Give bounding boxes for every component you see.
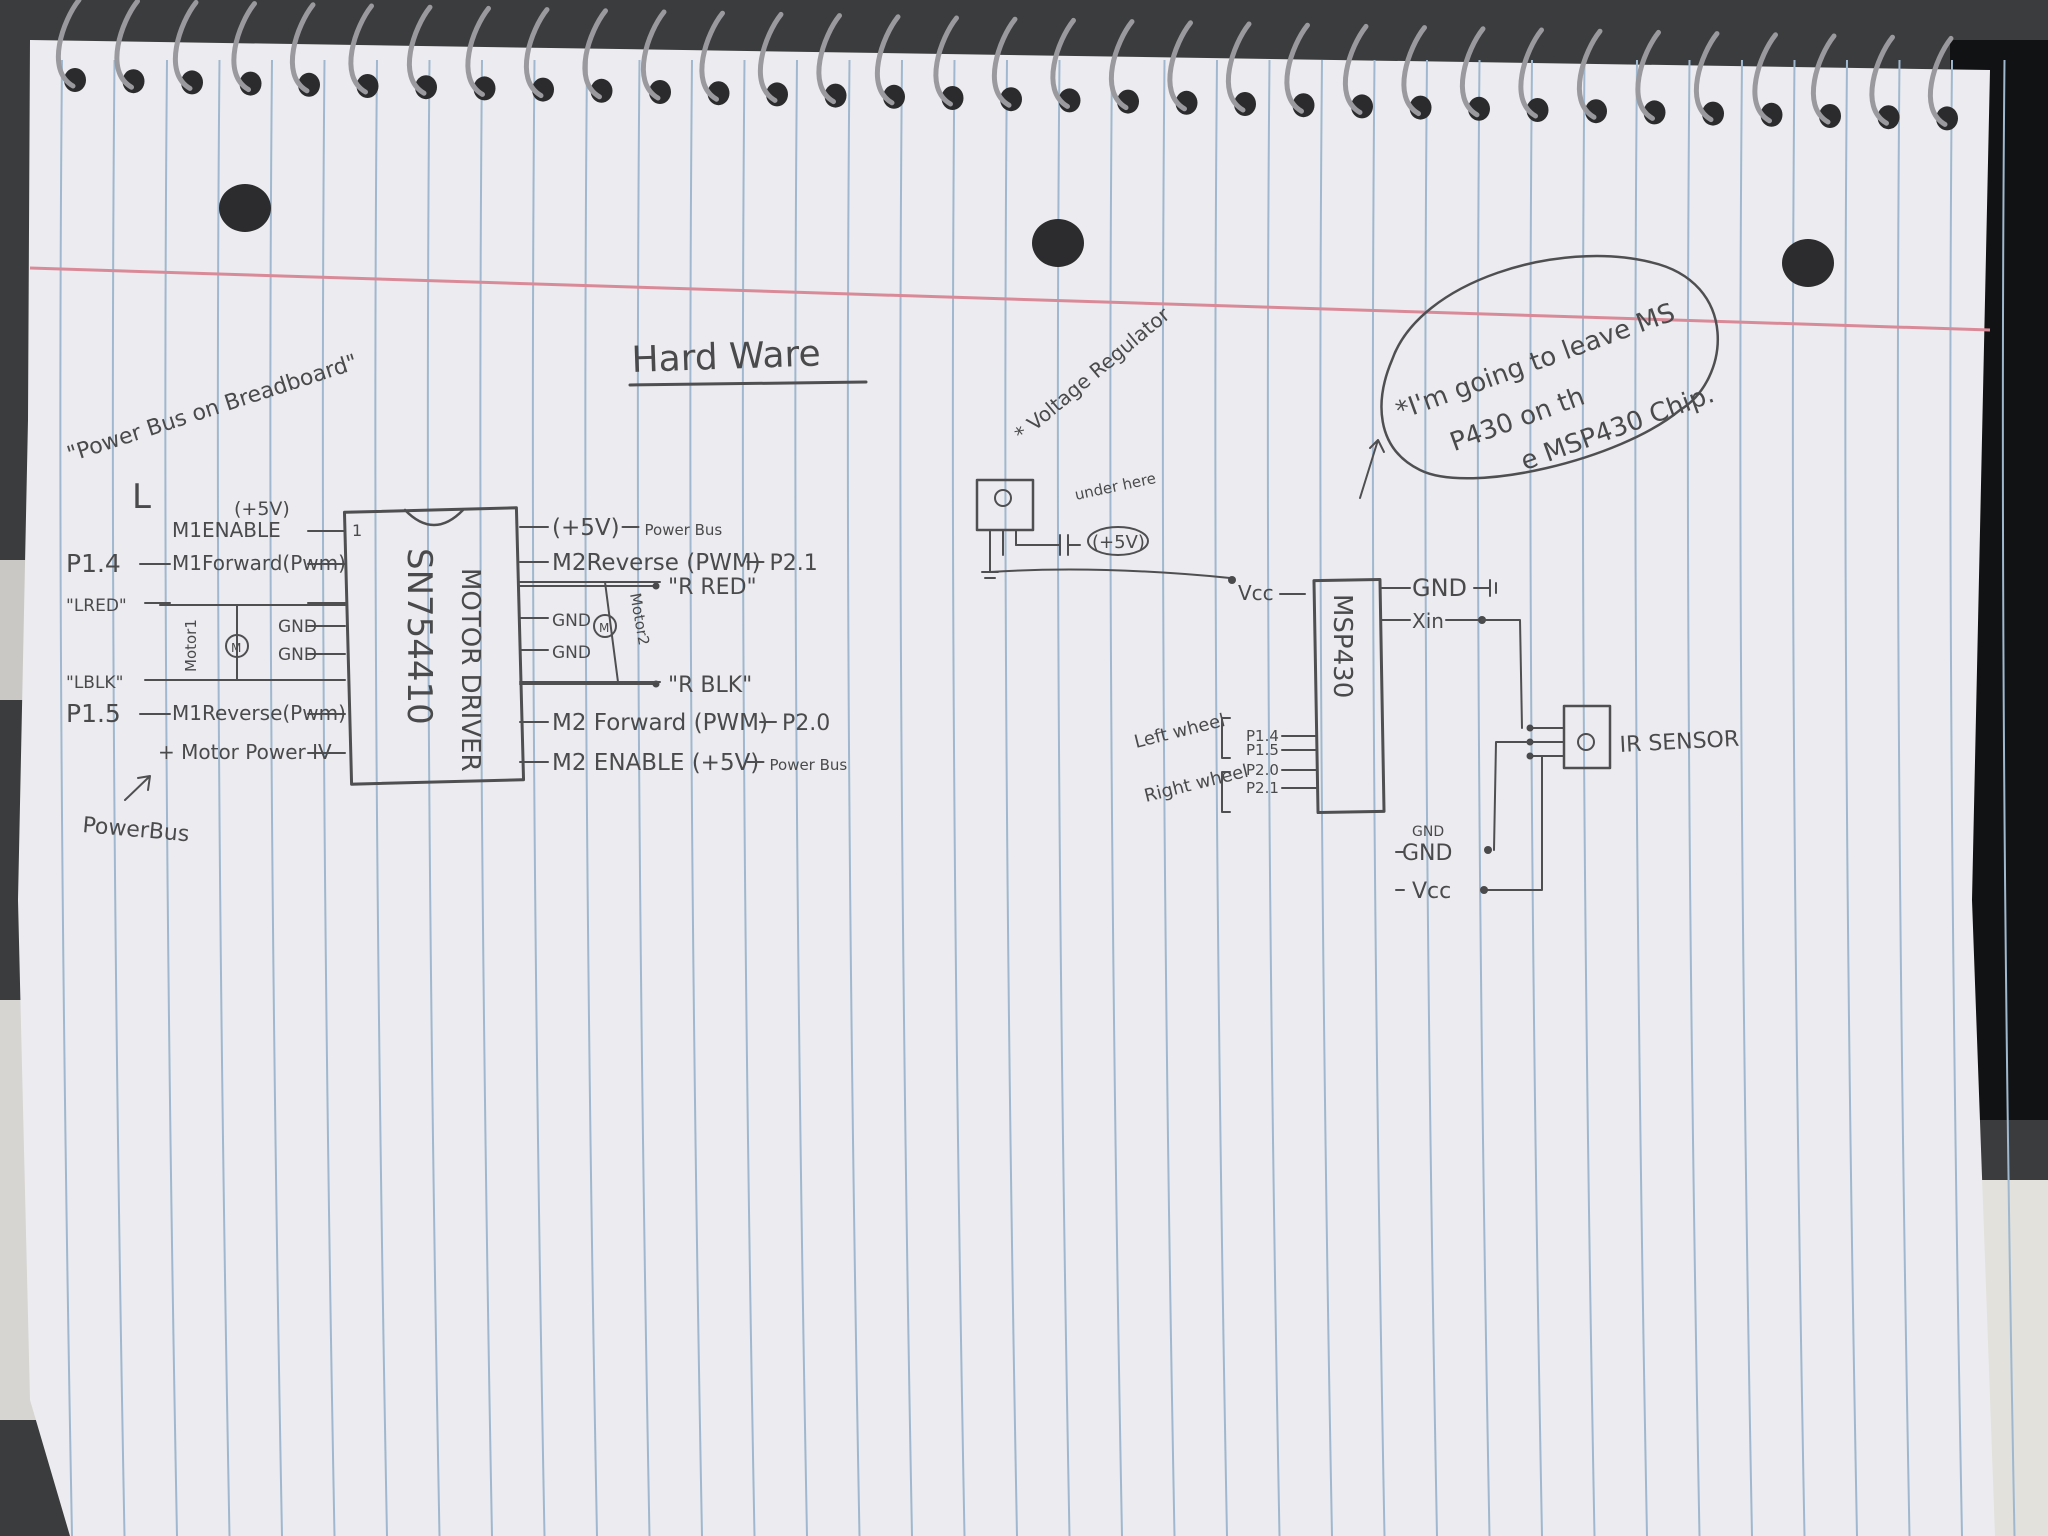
spiral-coil xyxy=(1518,27,1544,119)
driver-right-pin-target: P2.0 xyxy=(782,711,830,736)
driver-left-pin-net: P1.4 xyxy=(66,549,121,578)
driver-right-pin-label: M2 Forward (PWM) xyxy=(552,710,768,736)
spiral-coil xyxy=(1869,34,1895,126)
gnd-label-top: GND xyxy=(1412,574,1467,602)
xin-label: Xin xyxy=(1412,609,1444,633)
blue-rule-lines xyxy=(59,59,2016,1536)
spiral-coil xyxy=(1810,33,1837,125)
spiral-coil xyxy=(816,13,842,105)
motor1-label: Motor1 xyxy=(182,619,200,672)
punch-hole xyxy=(219,184,271,232)
spiral-coil xyxy=(1752,32,1778,124)
driver-left-pin-net: "LRED" xyxy=(66,596,127,616)
motor1-m: M xyxy=(231,641,241,655)
driver-right-pin-label: (+5V) xyxy=(552,515,620,541)
callout-bubble xyxy=(1380,254,1719,480)
spiral-coils xyxy=(55,0,1954,127)
spiral-coil xyxy=(465,5,491,97)
red-margin-line xyxy=(29,266,1991,332)
spiral-coil xyxy=(933,15,959,107)
driver-right-pin-label: GND xyxy=(552,643,591,663)
spiral-coil xyxy=(991,16,1018,108)
mcu-pin-label: P1.5 xyxy=(1246,741,1279,759)
spiral-coil xyxy=(1342,23,1369,115)
spiral-coil xyxy=(1108,19,1135,111)
motor2-symbol xyxy=(593,614,617,638)
spiral-coil xyxy=(1050,17,1076,109)
page-title: Hard Ware xyxy=(631,333,821,381)
spiral-coil xyxy=(1635,29,1661,121)
mcu-name: MSP430 xyxy=(1327,594,1357,698)
spiral-coil xyxy=(699,10,725,102)
driver-left-pins: M1ENABLE(+5V) M1Forward(Pwm) P1.4 "LRED" GND… xyxy=(66,498,346,764)
spiral-coil xyxy=(523,7,550,99)
driver-left-pin-net: P1.5 xyxy=(66,699,121,728)
punch-hole xyxy=(1782,239,1834,287)
mcu-pin-label: P2.1 xyxy=(1246,779,1279,797)
driver-left-pin-extra: (+5V) xyxy=(234,498,290,520)
driver-right-pin-label: GND xyxy=(552,611,591,631)
bottom-gnd-small: GND xyxy=(1412,824,1444,840)
vcc-label: Vcc xyxy=(1238,581,1274,605)
bottom-gnd: GND xyxy=(1402,841,1452,866)
spiral-coil xyxy=(114,0,140,90)
motor1-symbol xyxy=(225,634,249,658)
chip-function: MOTOR DRIVER xyxy=(455,568,485,772)
punch-hole xyxy=(1032,219,1084,267)
spiral-coil xyxy=(1459,26,1486,118)
bottom-vcc: Vcc xyxy=(1412,879,1451,904)
pin1-marker: 1 xyxy=(352,521,362,540)
driver-right-pin-target: Power Bus xyxy=(645,521,723,539)
driver-left-pin-label: M1Reverse(Pwm) xyxy=(172,701,346,725)
regulator-output: (+5V) xyxy=(1092,532,1145,553)
driver-left-pin-label: GND xyxy=(278,645,317,665)
driver-right-pin-label: M2 ENABLE (+5V) xyxy=(552,750,759,776)
driver-left-pin-label: M1ENABLE xyxy=(172,518,281,542)
spiral-coil xyxy=(1576,28,1603,120)
ir-sensor-symbol xyxy=(1562,704,1612,770)
sn754410-chip xyxy=(342,506,526,786)
spiral-coil xyxy=(1284,22,1310,114)
spiral-coil xyxy=(1225,21,1252,113)
voltage-regulator-symbol xyxy=(975,478,1035,532)
spiral-coil xyxy=(348,3,374,95)
driver-right-pin-target: "R RED" xyxy=(668,575,757,600)
spiral-coil xyxy=(1401,25,1427,117)
driver-left-pin-label: M1Forward(Pwm) xyxy=(172,551,346,575)
spiral-coil xyxy=(874,14,901,106)
spiral-coil xyxy=(757,11,784,103)
power-bus-corner: L xyxy=(132,477,151,517)
driver-left-pin-label: GND xyxy=(278,617,317,637)
driver-right-pin-label: M2Reverse (PWM) xyxy=(552,550,761,576)
spiral-coil xyxy=(582,8,608,100)
mcu-pin-label: P1.4 xyxy=(1246,727,1279,745)
spiral-coil xyxy=(231,1,257,93)
spiral-coil xyxy=(640,9,667,101)
spiral-coil xyxy=(55,0,82,89)
spiral-coil xyxy=(172,0,199,91)
spiral-coil xyxy=(1927,35,1954,127)
driver-left-pin-label: + Motor Power IV xyxy=(158,740,332,764)
driver-left-pin-net: "LBLK" xyxy=(66,673,123,693)
driver-right-pin-target: Power Bus xyxy=(770,756,848,774)
driver-right-pin-target: P2.1 xyxy=(770,551,818,576)
chip-name: SN754410 xyxy=(399,548,439,725)
mcu-io-pins: P1.4P1.5P2.0P2.1 xyxy=(1246,727,1317,797)
msp430-chip xyxy=(1312,577,1386,815)
driver-right-pin-target: "R BLK" xyxy=(668,673,752,698)
spiral-coil xyxy=(1693,31,1720,123)
spiral-coil xyxy=(406,4,433,96)
spiral-coil xyxy=(289,2,316,94)
spiral-coil xyxy=(1167,20,1193,112)
motor2-m: M xyxy=(599,621,609,635)
mcu-pin-label: P2.0 xyxy=(1246,761,1279,779)
